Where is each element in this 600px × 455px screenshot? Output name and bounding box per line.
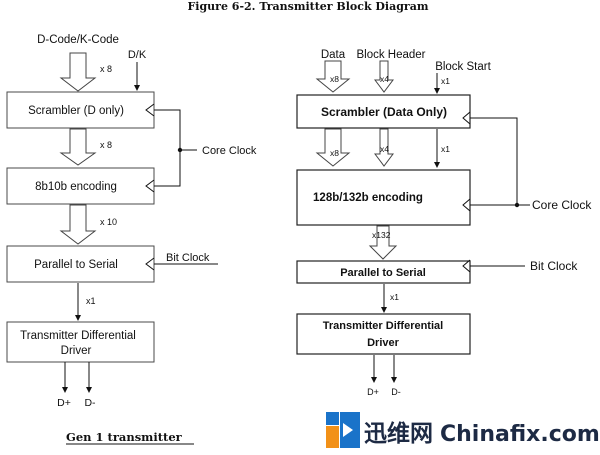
gen3-diagram: Data Block Header Block Start x8 x4 x1 S…	[296, 49, 592, 397]
gen1-encoder-box	[6, 167, 155, 205]
gen1-encoder-clock-marker	[145, 179, 155, 193]
gen3-bit-clock-label: Bit Clock	[530, 259, 578, 273]
watermark-en-text: Chinafix.com	[440, 422, 600, 447]
gen1-width-x10: x 10	[100, 217, 117, 227]
gen1-core-clock-label: Core Clock	[202, 145, 257, 157]
gen3-driver-label-2: Driver	[367, 337, 400, 349]
gen1-driver-box	[6, 321, 155, 363]
gen1-scrambler-label: Scrambler (D only)	[28, 105, 124, 117]
gen3-encoder-clock-marker	[462, 198, 471, 212]
gen3-p2s-clock-marker	[462, 259, 471, 273]
gen3-header-hollow-arrow-mid	[374, 128, 394, 167]
gen3-width-x8-top: x8	[330, 74, 339, 84]
gen1-p2s-label: Parallel to Serial	[34, 259, 118, 271]
gen3-scrambler-label: Scrambler (Data Only)	[321, 105, 447, 119]
gen3-width-x1-top: x1	[441, 76, 450, 86]
gen1-scrambler-clock-marker	[145, 103, 155, 117]
gen1-driver-label-2: Driver	[61, 345, 92, 357]
gen3-width-x4-mid: x4	[380, 144, 389, 154]
gen3-p2s-label: Parallel to Serial	[340, 267, 426, 279]
gen3-width-x8-mid: x8	[330, 148, 339, 158]
gen3-header-label: Block Header	[356, 49, 425, 61]
watermark-logo-icon	[326, 412, 360, 448]
gen1-p2s-box	[6, 245, 155, 283]
gen3-driver-label-1: Transmitter Differential	[323, 320, 443, 332]
gen3-width-x1-mid: x1	[441, 144, 450, 154]
gen1-hollow-arrow-2	[59, 128, 97, 166]
figure-title: Figure 6-2. Transmitter Block Diagram	[188, 0, 429, 13]
gen1-encoder-label: 8b10b encoding	[35, 181, 117, 193]
gen1-bit-clock-label: Bit Clock	[166, 252, 210, 264]
gen3-start-label: Block Start	[435, 61, 491, 73]
gen3-core-clock-wire	[470, 117, 518, 206]
gen3-dplus-label: D+	[367, 387, 379, 397]
gen1-dk-label: D/K	[128, 49, 147, 61]
gen1-diagram: D-Code/K-Code D/K x 8 Scrambler (D only)…	[6, 34, 257, 445]
gen3-hollow-arrow-x132	[368, 225, 398, 260]
gen3-data-label: Data	[321, 49, 346, 61]
gen3-dminus-label: D-	[391, 387, 401, 397]
gen3-encoder-label: 128b/132b encoding	[313, 192, 423, 204]
gen1-hollow-arrow-3	[59, 204, 97, 245]
gen3-driver-box	[296, 313, 471, 355]
chinafix-watermark: 迅维网 Chinafix.com	[324, 410, 600, 455]
gen3-encoder-box	[296, 169, 471, 226]
gen3-width-x132: x132	[372, 230, 391, 240]
watermark-cn-text: 迅维网	[364, 420, 433, 447]
gen1-driver-label-1: Transmitter Differential	[20, 330, 136, 342]
gen3-core-clock-label: Core Clock	[532, 198, 592, 212]
gen1-width-x1: x1	[86, 296, 96, 306]
gen1-input-label: D-Code/K-Code	[37, 34, 119, 46]
gen3-core-clock-node	[514, 202, 520, 208]
gen3-width-x1: x1	[390, 292, 399, 302]
gen1-width-x8-top: x 8	[100, 64, 112, 74]
gen3-scrambler-box	[296, 94, 471, 129]
gen3-data-hollow-arrow-mid	[315, 128, 351, 167]
gen1-caption: Gen 1 transmitter	[66, 430, 183, 444]
gen1-hollow-arrow-1	[59, 52, 97, 92]
gen3-header-hollow-arrow-top	[374, 60, 394, 93]
gen3-data-hollow-arrow-top	[315, 60, 351, 93]
gen3-width-x4-top: x4	[380, 74, 389, 84]
gen3-scrambler-clock-marker	[462, 111, 471, 125]
watermark-backdrop	[324, 410, 600, 455]
gen1-dminus-label: D-	[84, 397, 96, 409]
gen1-width-x8-mid: x 8	[100, 140, 112, 150]
gen1-dplus-label: D+	[57, 397, 71, 409]
gen1-p2s-clock-marker	[145, 257, 155, 271]
gen1-core-clock-node	[177, 147, 183, 153]
gen1-core-clock-wire	[154, 109, 181, 187]
